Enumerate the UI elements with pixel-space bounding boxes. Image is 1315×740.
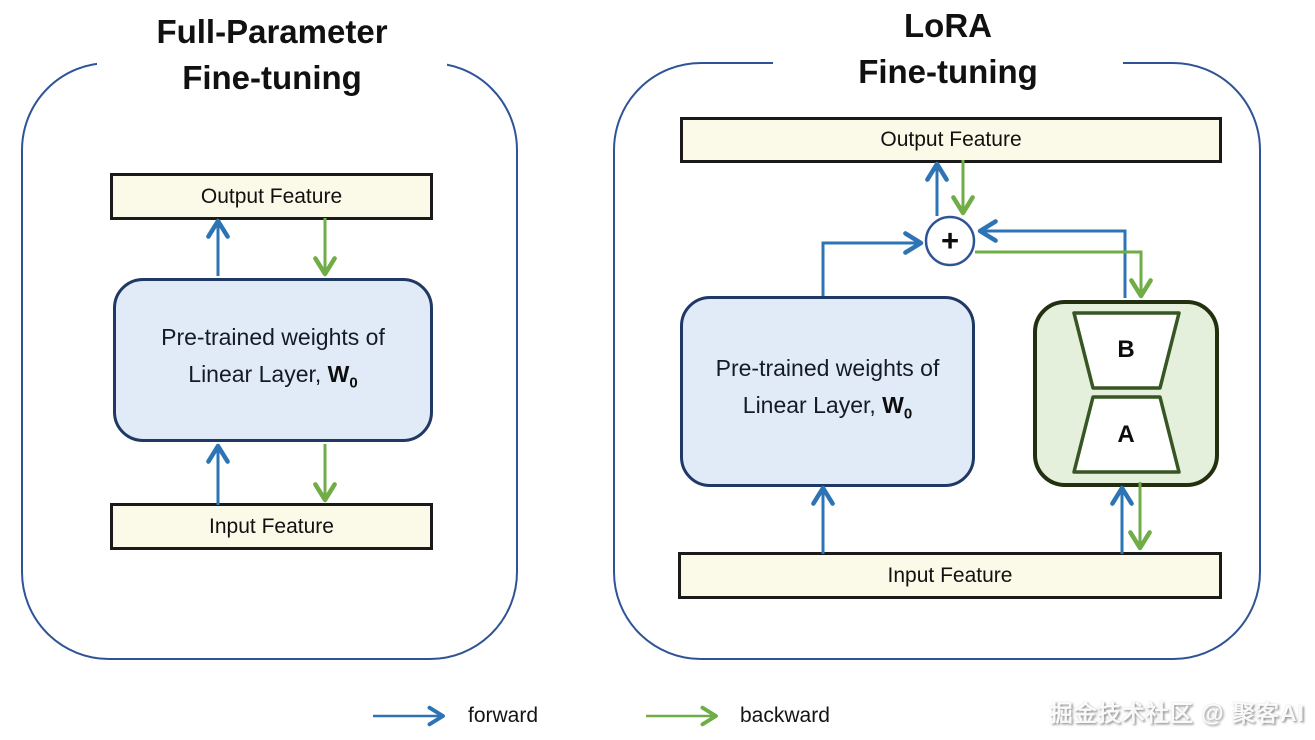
- left-output-feature-box: Output Feature: [110, 173, 433, 220]
- left-title-line1: Full-Parameter: [156, 13, 388, 50]
- right-output-feature-label: Output Feature: [880, 128, 1022, 151]
- right-title-line2: Fine-tuning: [858, 53, 1038, 90]
- right-weights-line2: Linear Layer, W0: [742, 392, 913, 423]
- right-output-feature-box: Output Feature: [680, 117, 1222, 163]
- right-input-feature-box: Input Feature: [678, 552, 1222, 599]
- left-title-line2: Fine-tuning: [182, 59, 362, 96]
- right-pretrained-weights-box: Pre-trained weights of Linear Layer, W0: [680, 296, 975, 487]
- left-w0-symbol: W0: [327, 360, 358, 392]
- right-title-line1: LoRA: [904, 7, 992, 44]
- left-pretrained-weights-box: Pre-trained weights of Linear Layer, W0: [113, 278, 433, 442]
- legend-forward-label: forward: [468, 704, 539, 727]
- left-input-feature-label: Input Feature: [209, 514, 334, 538]
- right-input-feature-label: Input Feature: [887, 563, 1013, 587]
- right-weights-line1: Pre-trained weights of: [715, 355, 940, 382]
- right-panel-title: LoRA Fine-tuning: [773, 3, 1123, 95]
- adder-plus-label: +: [940, 223, 960, 258]
- right-w0-symbol: W0: [882, 392, 913, 423]
- watermark-text: 掘金技术社区 @ 聚客AI: [1049, 700, 1305, 726]
- lora-a-label: A: [1117, 421, 1135, 448]
- left-weights-line2: Linear Layer, W0: [188, 360, 358, 392]
- left-output-feature-label: Output Feature: [200, 184, 343, 208]
- lora-adapter-box: [1033, 300, 1219, 487]
- left-panel-title: Full-Parameter Fine-tuning: [97, 9, 447, 101]
- lora-b-label: B: [1117, 336, 1135, 363]
- legend-backward-label: backward: [740, 704, 830, 727]
- left-weights-line1: Pre-trained weights of: [161, 323, 385, 350]
- left-input-feature-box: Input Feature: [110, 503, 433, 550]
